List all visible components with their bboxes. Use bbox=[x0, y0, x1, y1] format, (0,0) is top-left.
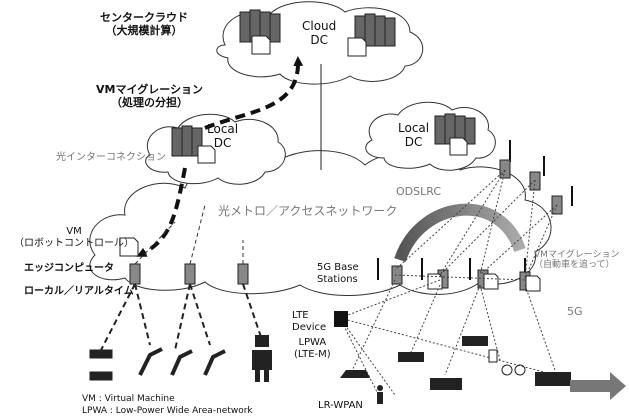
vm-migration-right-line1: VMマイグレーション bbox=[534, 250, 620, 260]
vm-migration-arc bbox=[394, 203, 526, 263]
local-dc-left-servers bbox=[171, 125, 203, 157]
five-g-label: 5G bbox=[567, 305, 583, 318]
vm-migration-right-line2: （自動車を追って） bbox=[534, 260, 615, 271]
local-dc-left-line2: DC bbox=[213, 135, 232, 150]
phone-icon bbox=[488, 349, 498, 363]
local-dc-left-label: Local DC bbox=[207, 122, 239, 151]
local-dc-left-line1: Local bbox=[207, 122, 239, 136]
vehicles bbox=[340, 336, 571, 390]
pedestrian-body bbox=[377, 392, 383, 404]
local-dc-left-document bbox=[197, 145, 216, 164]
cloud-dc-label-line2: DC bbox=[310, 32, 328, 47]
cloud-dc-servers bbox=[239, 9, 396, 47]
humanoid-robot bbox=[252, 335, 272, 382]
lte-device-line1: LTE bbox=[292, 310, 309, 321]
optical-metro-access-label: 光メトロ／アクセスネットワーク bbox=[218, 204, 398, 218]
center-cloud-label-line1: センタークラウド bbox=[100, 11, 188, 24]
cloud-dc-label-line1: Cloud bbox=[302, 19, 337, 33]
local-realtime-label: ローカル／リアルタイム bbox=[24, 286, 134, 297]
cloud-dc-label: Cloud DC bbox=[302, 19, 337, 48]
edge-dashed-links bbox=[134, 204, 244, 265]
lr-wpan-label: LR-WPAN bbox=[318, 400, 363, 411]
optical-interconnect-label: 光インターコネクション bbox=[56, 152, 166, 163]
lpwa-label: LPWA (LTE-M) bbox=[294, 337, 331, 360]
legend-lpwa: LPWA : Low-Power Wide Area-network bbox=[82, 406, 253, 416]
lpwa-line2: (LTE-M) bbox=[294, 348, 331, 360]
local-dc-right-cloud bbox=[365, 101, 496, 171]
local-dc-right-line2: DC bbox=[404, 134, 423, 149]
vm-robot-line2: （ロボットコントロール） bbox=[14, 237, 134, 249]
base-stations-line2: Stations bbox=[317, 273, 358, 285]
center-cloud-label-line2: （大規模計算） bbox=[105, 23, 183, 37]
base-stations-line1: 5G Base bbox=[317, 262, 359, 273]
bicycle-wheel-1 bbox=[501, 364, 513, 376]
lte-device-line2: Device bbox=[292, 321, 327, 333]
legend-vm: VM : Virtual Machine bbox=[82, 394, 175, 404]
robot-dashed-links bbox=[99, 283, 263, 353]
vm-migration-right-label: VMマイグレーション （自動車を追って） bbox=[534, 250, 620, 271]
robot-arms bbox=[89, 347, 226, 381]
lte-device-icon bbox=[334, 311, 348, 327]
vm-migration-left-label: VMマイグレーション （処理の分担） bbox=[96, 83, 204, 109]
odslrc-label: ODSLRC bbox=[396, 185, 442, 198]
local-dc-right-line1: Local bbox=[398, 121, 430, 135]
pedestrian-head bbox=[377, 385, 383, 391]
vm-robot-label: VM （ロボットコントロール） bbox=[14, 226, 134, 249]
lte-device-label: LTE Device bbox=[292, 310, 326, 333]
base-station-documents bbox=[427, 273, 541, 292]
vm-migration-left-line2: （処理の分担） bbox=[111, 95, 189, 109]
base-stations-label: 5G Base Stations bbox=[317, 262, 359, 285]
bicycle-wheel-2 bbox=[514, 364, 526, 376]
center-cloud-label: センタークラウド （大規模計算） bbox=[100, 11, 188, 37]
car-direction-arrow bbox=[570, 372, 626, 400]
vm-robot-document bbox=[119, 237, 139, 257]
local-dc-right-label: Local DC bbox=[398, 121, 430, 150]
local-dc-right-document bbox=[449, 137, 468, 156]
vm-robot-line1: VM bbox=[66, 226, 82, 237]
vm-migration-left-line1: VMマイグレーション bbox=[96, 83, 204, 96]
lpwa-line1: LPWA bbox=[298, 337, 327, 348]
migration-arrow-up bbox=[204, 56, 304, 130]
cloud-dc-documents bbox=[251, 35, 367, 57]
edge-computer-label: エッジコンピュータ bbox=[24, 263, 114, 274]
